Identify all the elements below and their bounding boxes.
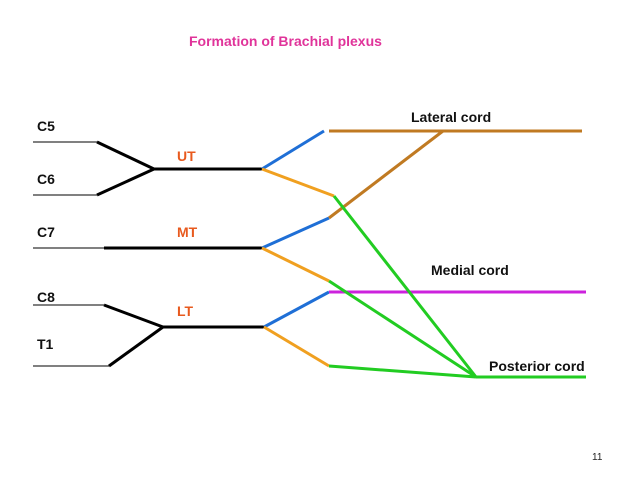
posterior-cord-middle-branch <box>328 279 477 379</box>
root-c5-line-thick <box>96 140 155 171</box>
root-t1-label: T1 <box>37 336 54 352</box>
medial-cord-label: Medial cord <box>431 262 509 278</box>
lower-trunk-label: LT <box>177 303 194 319</box>
root-c5-label: C5 <box>37 118 55 134</box>
lower-posterior-division <box>263 325 330 368</box>
root-t1-line <box>108 325 164 368</box>
upper-anterior-division <box>261 129 325 171</box>
page-number: 11 <box>592 452 603 463</box>
root-c6-label: C6 <box>37 171 55 187</box>
lateral-cord-label: Lateral cord <box>411 109 492 125</box>
middle-trunk-label: MT <box>177 224 198 240</box>
posterior-cord-upper-branch <box>332 195 478 378</box>
upper-trunk-label: UT <box>177 148 196 164</box>
lower-anterior-division <box>263 290 330 329</box>
lateral-cord-branch <box>328 129 444 220</box>
root-c8-line <box>103 303 164 329</box>
middle-posterior-division <box>261 246 330 283</box>
root-c6-line <box>96 167 155 197</box>
posterior-cord-label: Posterior cord <box>489 358 585 374</box>
posterior-cord-lower-branch <box>328 364 477 379</box>
upper-posterior-division <box>261 167 335 198</box>
middle-anterior-division <box>261 216 330 250</box>
root-c8-label: C8 <box>37 289 55 305</box>
root-c7-label: C7 <box>37 224 55 240</box>
diagram-title: Formation of Brachial plexus <box>189 33 382 49</box>
